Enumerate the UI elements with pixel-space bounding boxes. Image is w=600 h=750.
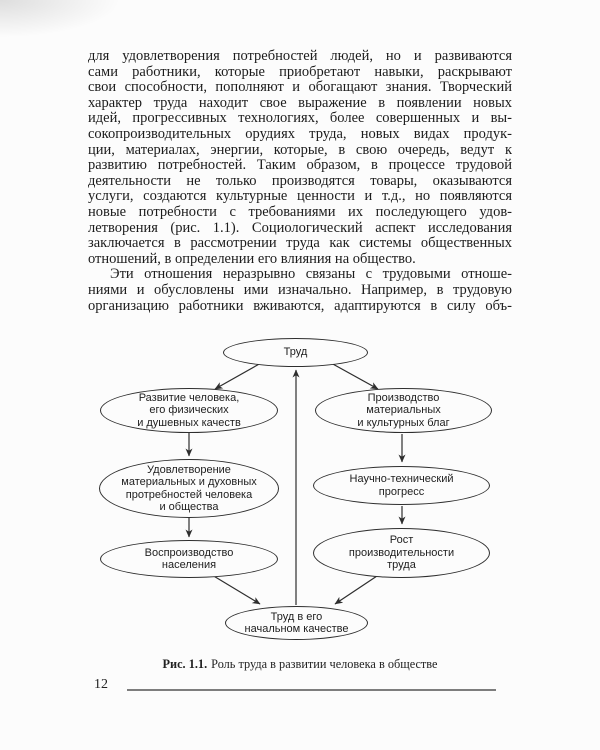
footer-rule <box>127 689 496 691</box>
body-text: для удовлетворения потребностей людей, н… <box>88 49 512 314</box>
text-line: свои способности, пополняют и обогащают … <box>88 80 512 96</box>
diagram-node-label: Производство материальных и культурных б… <box>357 391 450 429</box>
diagram-node-label: Удовлетворение материальных и духовных п… <box>121 463 257 514</box>
diagram-node-label: Развитие человека, его физических и душе… <box>137 391 241 429</box>
diagram-node-production-of-goods: Производство материальных и культурных б… <box>315 388 492 433</box>
diagram-node-productivity-growth: Рост производительности труда <box>313 528 490 578</box>
diagram-node-label: Труд в его начальном качестве <box>244 610 349 636</box>
diagram-node-needs-satisfaction: Удовлетворение материальных и духовных п… <box>99 459 279 518</box>
text-line: услуги, создаются культурные ценности и … <box>88 189 512 205</box>
text-line: деятельности не только производятся това… <box>88 173 512 189</box>
text-line: отношений, в определении его влияния на … <box>88 251 416 267</box>
text-line: развитию потребностей. Таким образом, в … <box>88 158 512 174</box>
text-line: летворения (рис. 1.1). Социологический а… <box>88 220 512 236</box>
diagram-node-label: Научно-технический прогресс <box>349 473 454 498</box>
text-line: ции, материалах, энергии, которые, в сво… <box>88 142 512 158</box>
diagram-node-human-development: Развитие человека, его физических и душе… <box>100 388 278 433</box>
diagram-node-scientific-progress: Научно-технический прогресс <box>313 466 490 505</box>
text-line: сами работники, которые приобретают навы… <box>88 64 512 80</box>
diagram-node-labour-initial-quality: Труд в его начальном качестве <box>225 606 368 640</box>
text-line: ниями и обусловлены ими изначально. Напр… <box>88 282 512 298</box>
diagram-node-labour: Труд <box>223 338 368 367</box>
diagram-node-label: Воспроизводство населения <box>144 546 234 572</box>
text-line: сокопроизводительных орудиях труда, новы… <box>88 126 512 142</box>
figure-caption-text: Роль труда в развитии человека в обществ… <box>211 657 438 671</box>
text-line: новые потребности с требованиями их посл… <box>88 204 512 220</box>
text-line: Эти отношения неразрывно связаны с трудо… <box>110 267 512 283</box>
text-line: характер труда находит свое выражение в … <box>88 95 512 111</box>
text-line: для удовлетворения потребностей людей, н… <box>88 49 512 64</box>
text-line: заключается в рассмотрении труда как сис… <box>88 236 512 252</box>
figure-caption-label: Рис. 1.1. <box>162 657 208 671</box>
figure-caption: Рис. 1.1.Роль труда в развитии человека … <box>88 657 512 672</box>
diagram-node-label: Рост производительности труда <box>348 534 455 572</box>
text-line: идей, прогрессивных технологиях, более с… <box>88 111 512 127</box>
diagram-node-population-reproduction: Воспроизводство населения <box>100 540 278 578</box>
diagram-node-label: Труд <box>283 346 308 359</box>
page-number: 12 <box>94 677 108 692</box>
text-line: организацию работники вживаются, адаптир… <box>88 298 512 314</box>
